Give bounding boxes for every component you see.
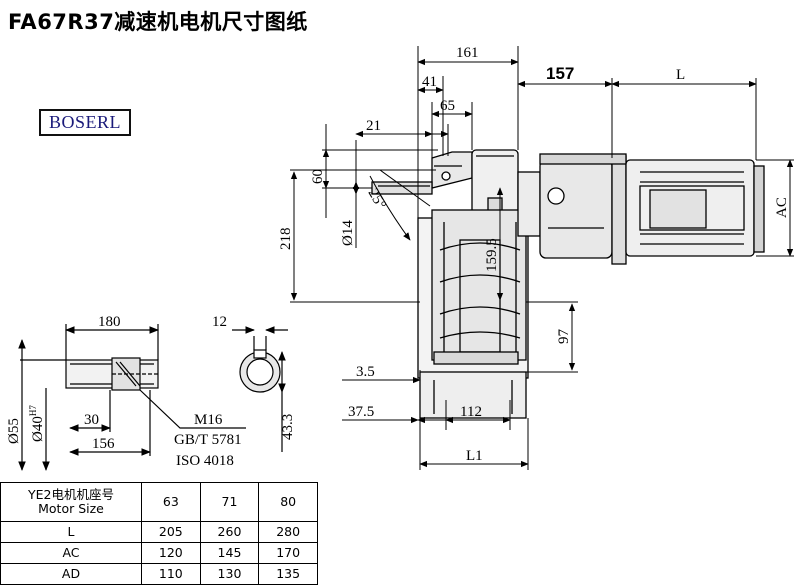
dim-157: 157 [546,64,574,83]
dim-12: 12 [212,314,227,330]
table-cell: 170 [258,542,318,564]
table-header-label: YE2电机机座号 Motor Size [0,482,142,522]
dim-AC: AC [774,197,790,218]
dim-161: 161 [456,45,479,61]
size-cell: 71 [199,482,260,522]
gearbox-body [371,149,529,419]
table-cell: 260 [199,521,260,543]
row-label: L [0,521,142,543]
shaft-section-detail [18,324,246,471]
dimension-labels: 161 41 65 21 157 L 60 25° Ø14 218 159.5 … [6,45,790,469]
dim-30: 30 [84,412,99,428]
dim-159-5: 159.5 [484,238,500,272]
row-label: AC [0,542,142,564]
dim-37-5: 37.5 [348,404,374,420]
row-label: AD [0,563,142,585]
dim-L: L [676,67,685,83]
dim-60: 60 [310,169,326,184]
table-cell: 145 [199,542,260,564]
header-line-en: Motor Size [38,501,104,516]
motor-size-table: YE2电机机座号 Motor Size 63 71 80 L 205 260 2… [0,482,318,585]
size-cell: 63 [141,482,201,522]
dim-14: Ø14 [340,220,356,246]
table-cell: 205 [141,521,201,543]
header-line-cn: YE2电机机座号 [28,487,114,502]
dim-3-5: 3.5 [356,364,375,380]
hollow-shaft-section [232,326,288,452]
dim-218: 218 [278,228,294,251]
table-header-row: YE2电机机座号 Motor Size 63 71 80 [0,482,318,522]
table-cell: 110 [141,563,201,585]
dim-40: Ø40H7 [28,405,46,442]
brand-logo: BOSERL [39,109,131,136]
table-cell: 280 [258,521,318,543]
dim-112: 112 [460,404,482,420]
dim-156: 156 [92,436,115,452]
dim-41: 41 [422,74,437,90]
standard-gbt: GB/T 5781 [174,432,242,448]
size-cell: 80 [258,482,318,522]
thread-m16: M16 [194,412,223,428]
table-row: AC 120 145 170 [0,542,318,564]
dim-21: 21 [366,118,381,134]
dim-65: 65 [440,98,455,114]
motor-assembly [517,153,765,265]
table-row: L 205 260 280 [0,521,318,543]
table-cell: 135 [258,563,318,585]
dim-55: Ø55 [6,418,22,444]
standard-iso: ISO 4018 [176,453,234,469]
dim-97: 97 [556,329,572,345]
table-cell: 120 [141,542,201,564]
table-cell: 130 [199,563,260,585]
dim-L1: L1 [466,448,483,464]
page-title: FA67R37减速机电机尺寸图纸 [8,10,308,34]
dim-180: 180 [98,314,121,330]
dimension-lines [290,46,794,470]
dim-43-3: 43.3 [280,414,296,440]
table-row: AD 110 130 135 [0,563,318,585]
